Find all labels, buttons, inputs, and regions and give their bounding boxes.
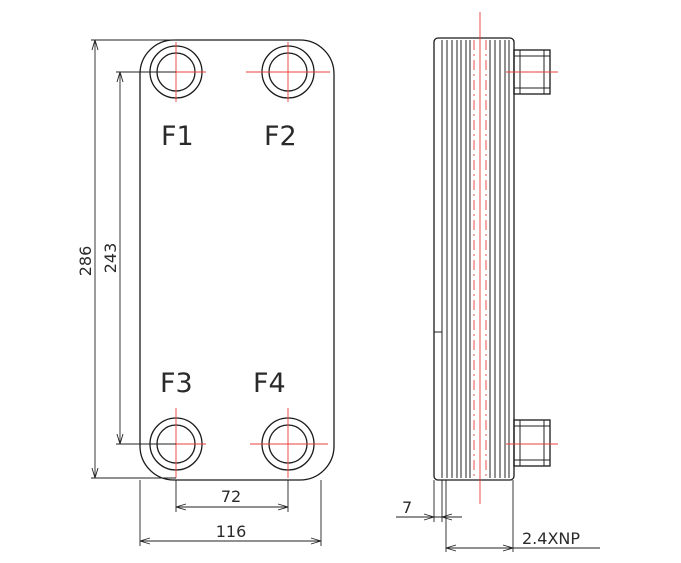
port-f3 xyxy=(146,408,206,478)
dim-end-plate-value: 7 xyxy=(402,498,412,517)
dim-total-width-value: 116 xyxy=(216,522,247,541)
dim-end-plate: 7 xyxy=(396,480,462,522)
dim-total-width: 116 xyxy=(139,480,322,546)
port-label-f2: F2 xyxy=(264,121,297,152)
port-f4 xyxy=(250,408,328,478)
port-label-f3: F3 xyxy=(160,368,193,399)
dim-port-horizontal: 72 xyxy=(175,480,289,512)
dim-pack-length-value: 2.4XNP xyxy=(522,529,580,548)
side-view: 7 2.4XNP xyxy=(396,12,600,552)
plate-pack-outline xyxy=(433,37,515,481)
hidden-channel xyxy=(473,40,487,478)
dim-port-vertical-value: 243 xyxy=(101,243,120,274)
dim-pack-length: 2.4XNP xyxy=(445,480,600,552)
port-f2 xyxy=(246,42,330,102)
port-label-f4: F4 xyxy=(253,368,286,399)
dim-port-vertical: 243 xyxy=(101,71,176,445)
port-label-f1: F1 xyxy=(161,121,194,152)
connection-top xyxy=(506,49,558,95)
front-view: F1 F2 F3 F4 286 243 72 xyxy=(76,39,335,546)
plate-outline xyxy=(139,39,335,481)
dim-port-horizontal-value: 72 xyxy=(221,487,241,506)
dim-total-height-value: 286 xyxy=(76,246,95,277)
plate-lines xyxy=(446,40,510,478)
dim-total-height: 286 xyxy=(76,39,176,479)
connection-bottom xyxy=(506,419,558,467)
